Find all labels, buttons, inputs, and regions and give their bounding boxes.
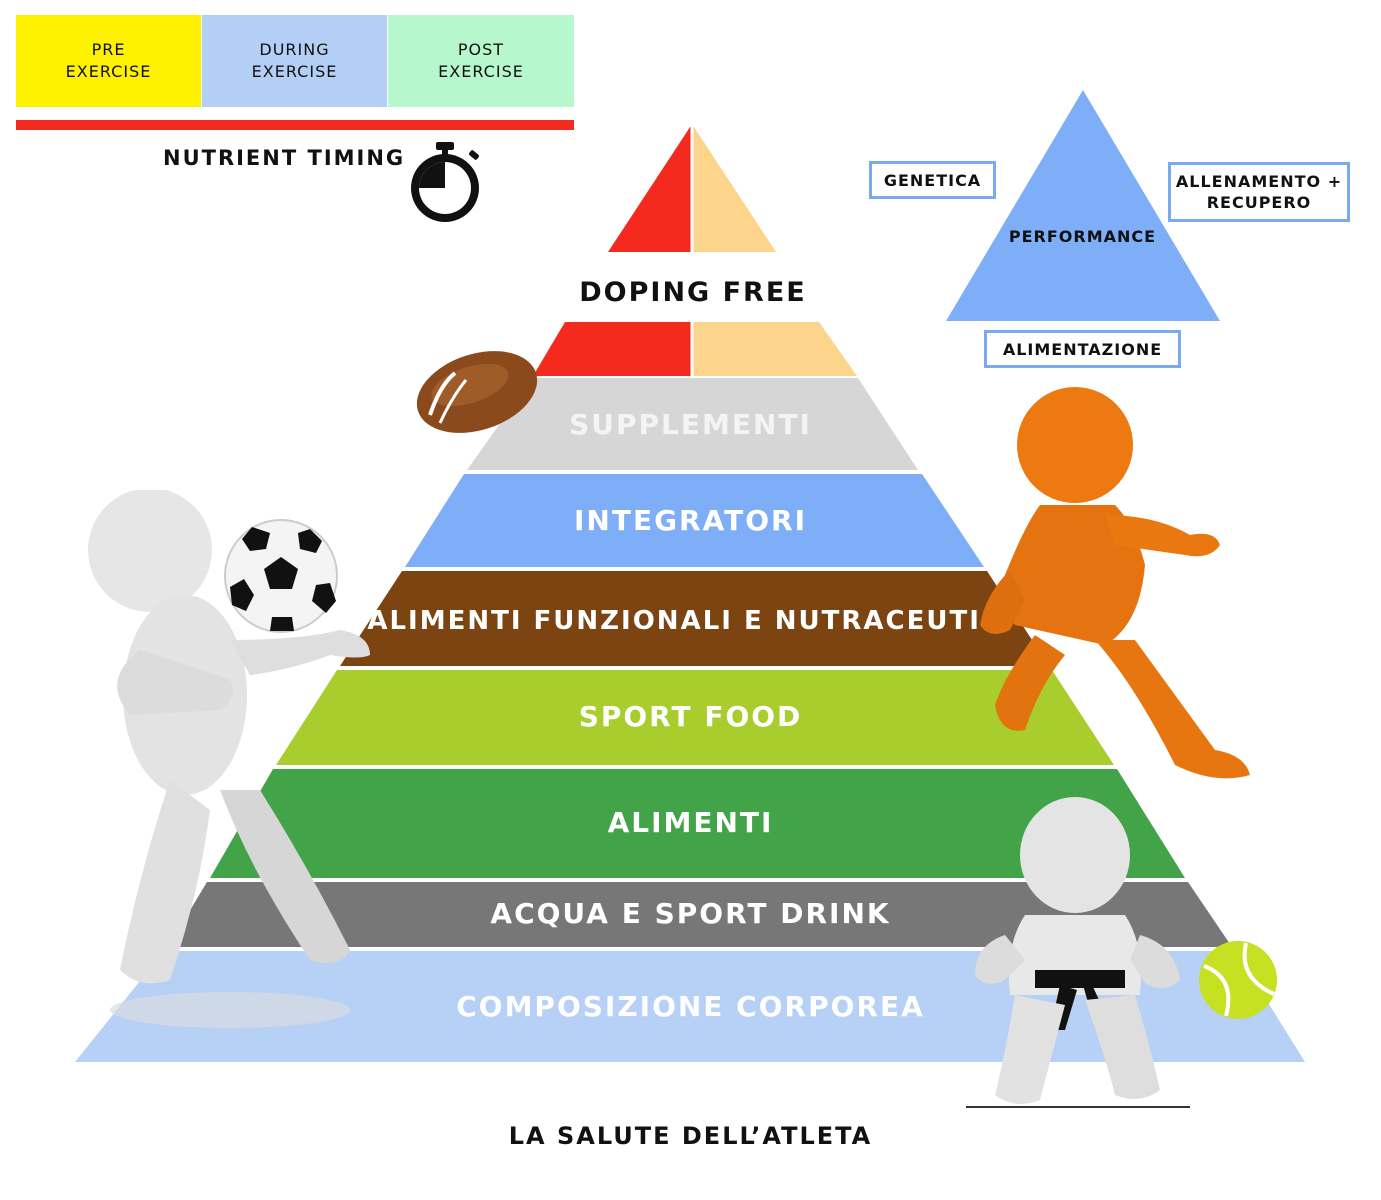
apex-left [608, 124, 692, 252]
level-sport-food [276, 670, 1114, 765]
pyramid-caption: LA SALUTE DELL’ATLETA [508, 1122, 873, 1150]
apex-lower-right [692, 322, 857, 376]
performance-triangle [946, 90, 1220, 321]
doping-free-label: DOPING FREE [567, 262, 819, 322]
during-exercise-box: DURING EXERCISE [202, 15, 387, 107]
timing-bar [16, 120, 574, 130]
genetica-box: GENETICA [869, 161, 996, 199]
allenamento-label: ALLENAMENTO + RECUPERO [1175, 172, 1343, 212]
level-alimenti-funzionali [340, 571, 1049, 666]
level-integratori [405, 474, 984, 567]
alimentazione-box: ALIMENTAZIONE [984, 330, 1181, 368]
alimentazione-label: ALIMENTAZIONE [1002, 339, 1163, 359]
during-exercise-label: DURING EXERCISE [251, 40, 338, 81]
level-supplementi [467, 378, 918, 470]
white-figure-soccer [88, 490, 370, 1028]
pre-exercise-label: PRE EXERCISE [65, 40, 152, 81]
performance-label: PERFORMANCE [1008, 227, 1157, 246]
apex-right [692, 124, 776, 252]
american-football-icon [416, 351, 538, 433]
level-acqua [168, 882, 1232, 947]
level-alimenti [210, 769, 1185, 878]
orange-figure-running [980, 387, 1250, 779]
tennis-ball-icon [1199, 941, 1277, 1019]
post-exercise-box: POST EXERCISE [388, 15, 574, 107]
allenamento-box: ALLENAMENTO + RECUPERO [1168, 162, 1350, 222]
pre-exercise-box: PRE EXERCISE [16, 15, 201, 107]
floor-line [966, 1106, 1190, 1108]
stopwatch-icon [411, 142, 479, 222]
genetica-label: GENETICA [883, 170, 982, 190]
soccer-ball-icon [224, 519, 338, 633]
post-exercise-label: POST EXERCISE [438, 40, 524, 81]
apex-lower-left [533, 322, 692, 376]
nutrient-timing-title: NUTRIENT TIMING [163, 146, 406, 170]
white-figure-karate [975, 797, 1180, 1104]
